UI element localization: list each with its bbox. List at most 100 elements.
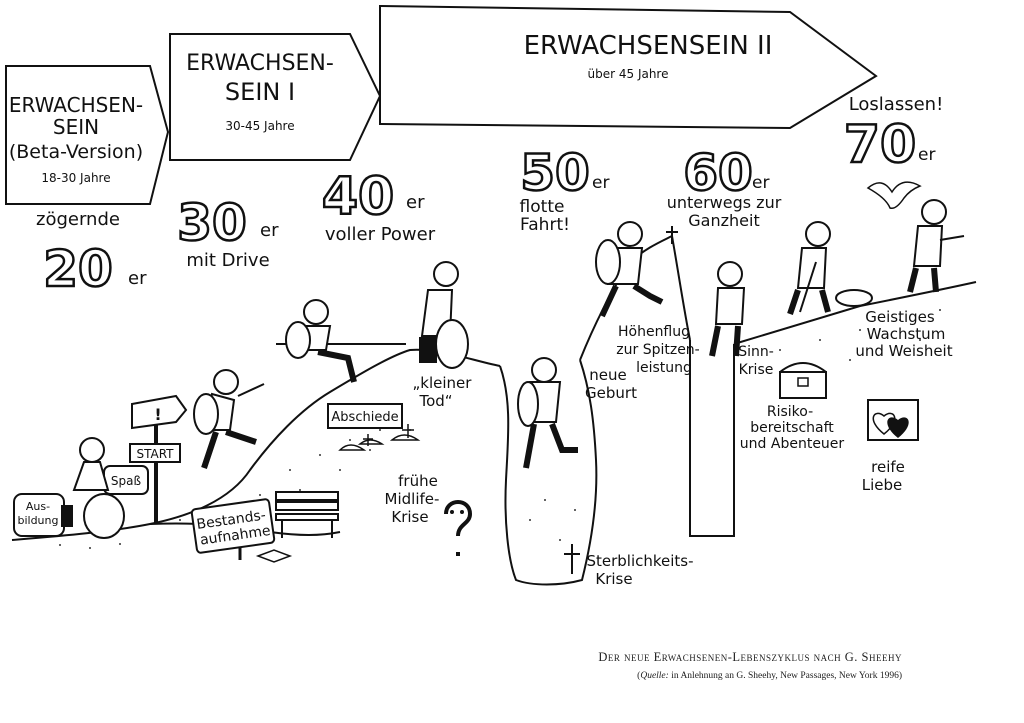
label-wachstum: Geistiges Wachstum und Weisheit — [855, 308, 952, 360]
midlife-3: Krise — [391, 508, 428, 526]
decade-70-caption: Loslassen! — [849, 94, 944, 115]
hoehenflug-2: zur Spitzen- — [616, 342, 699, 358]
phase-arrow-beta: ERWACHSEN- SEIN (Beta-Version) 18-30 Jah… — [5, 65, 170, 205]
bird-icon — [866, 181, 922, 210]
neue-geburt-1: neue — [589, 366, 626, 384]
hearts-icon — [867, 399, 919, 441]
decade-30-number: 30 — [177, 194, 247, 252]
decade-70-number: 70 — [844, 115, 916, 175]
walking-figure-70s — [907, 199, 965, 293]
decade-50-number: 50 — [520, 144, 590, 202]
hoehenflug-1: Höhenflug — [618, 324, 690, 340]
midlife-2: Midlife- — [385, 490, 440, 508]
digging-figure-60s — [787, 221, 831, 315]
neue-geburt-2: Geburt — [585, 384, 637, 402]
risiko-1: Risiko- — [767, 404, 813, 420]
sign-ausbildung: Aus- bildung — [13, 493, 65, 537]
phase-one-age: 30-45 Jahre — [225, 119, 294, 133]
decade-20-number: 20 — [43, 240, 113, 298]
sinnkrise-2: Krise — [739, 362, 774, 378]
sign-ausbildung-text-1: Aus- — [26, 500, 50, 513]
wachstum-3: und Weisheit — [855, 342, 952, 360]
hill-left-outline — [11, 348, 501, 541]
sign-exclamation-text: ! — [154, 405, 161, 424]
decade-60-caption-2: Ganzheit — [688, 211, 759, 230]
decade-50-caption-2: Fahrt! — [520, 215, 570, 235]
decade-30-suffix: er — [260, 220, 279, 241]
decade-50-caption-1: flotte — [520, 197, 565, 217]
phase-beta-title-1: ERWACHSEN- — [9, 93, 143, 117]
sitting-figure-60s — [709, 261, 746, 357]
kleiner-tod-2: Tod“ — [418, 392, 452, 410]
decade-20-caption: zögernde — [36, 209, 120, 230]
hoehenflug-3: leistung — [636, 360, 692, 376]
phase-two-age: über 45 Jahre — [588, 67, 669, 81]
climber-figure-peak — [595, 221, 678, 318]
sign-abschiede-text: Abschiede — [331, 410, 398, 425]
sign-abschiede: Abschiede — [327, 403, 421, 451]
sign-spass-text: Spaß — [111, 474, 142, 488]
climber-figure-chasm — [517, 357, 578, 469]
risiko-2: bereitschaft — [750, 420, 834, 436]
treasure-chest-icon — [779, 362, 827, 399]
phase-beta-age: 18-30 Jahre — [41, 171, 110, 185]
sign-ausbildung-text-2: bildung — [17, 514, 58, 527]
decade-40-suffix: er — [406, 192, 425, 213]
hiker-figure-40s-tightrope — [276, 299, 406, 383]
phase-two-title: ERWACHSENSEIN II — [524, 31, 773, 61]
label-hoehenflug: Höhenflug zur Spitzen- leistung — [616, 324, 699, 376]
pillar-outline — [689, 340, 735, 537]
decade-40: 40 er voller Power — [321, 166, 436, 245]
phase-beta-title-2: SEIN — [53, 115, 99, 139]
phase-beta-title-3: (Beta-Version) — [9, 141, 143, 163]
decade-50: 50 er flotte Fahrt! — [519, 143, 610, 235]
midlife-1: frühe — [398, 472, 438, 490]
decade-30-caption: mit Drive — [186, 250, 269, 271]
label-reife-liebe: reife Liebe — [862, 458, 905, 494]
caption-source: (Quelle: in Anlehnung an G. Sheehy, New … — [637, 670, 902, 681]
decade-40-caption: voller Power — [325, 224, 436, 245]
sterblichkeit-1: Sterblichkeits- — [586, 552, 693, 570]
sterblichkeit-2: Krise — [595, 570, 632, 588]
sinnkrise-1: Sinn- — [738, 344, 774, 360]
decade-70-suffix: er — [918, 145, 935, 165]
phase-one-title-1: ERWACHSEN- — [186, 51, 334, 76]
label-kleiner-tod: „kleiner Tod“ — [413, 374, 473, 410]
sign-bestandsaufnahme: Bestands- aufnahme — [190, 498, 276, 560]
label-risiko: Risiko- bereitschaft und Abenteuer — [740, 404, 845, 452]
bench-icon — [275, 491, 339, 538]
kleiner-tod-1: „kleiner — [413, 374, 473, 392]
risiko-3: und Abenteuer — [740, 436, 845, 452]
label-neue-geburt: neue Geburt — [585, 366, 637, 402]
cross-icon — [564, 544, 580, 574]
decade-30: 30 er mit Drive — [176, 193, 279, 271]
caption-title: Der neue Erwachsenen-Lebenszyklus nach G… — [598, 650, 902, 664]
sign-start-text: START — [136, 447, 174, 461]
decade-20-suffix: er — [128, 268, 147, 289]
hiker-figure-30s — [193, 369, 265, 469]
decade-60: 60 er unterwegs zur Ganzheit — [667, 143, 782, 230]
hiker-figure-20s — [61, 437, 125, 539]
decade-60-suffix: er — [752, 173, 769, 193]
decade-60-caption-1: unterwegs zur — [667, 193, 782, 212]
decade-50-suffix: er — [592, 173, 609, 193]
decade-20: zögernde 20 er — [36, 209, 147, 299]
label-sterblichkeit: Sterblichkeits- Krise — [564, 544, 694, 588]
label-midlife: frühe Midlife- Krise — [385, 472, 473, 556]
sign-spass: Spaß — [103, 465, 149, 495]
phase-arrow-one: ERWACHSEN- SEIN I 30-45 Jahre — [169, 33, 382, 161]
liebe-1: reife — [871, 458, 905, 476]
hiker-figure-40s-thinking — [419, 261, 469, 369]
decade-60-number: 60 — [683, 144, 753, 202]
chasm-outline — [499, 359, 598, 586]
label-sinnkrise: Sinn- Krise — [738, 344, 774, 378]
wachstum-2: Wachstum — [867, 325, 946, 343]
decade-70: Loslassen! 70 er — [843, 94, 944, 176]
question-mark-icon — [444, 500, 473, 556]
liebe-2: Liebe — [862, 476, 903, 494]
rock-icon — [835, 289, 873, 307]
figure-caption: Der neue Erwachsenen-Lebenszyklus nach G… — [598, 650, 902, 681]
decade-40-number: 40 — [322, 167, 394, 227]
